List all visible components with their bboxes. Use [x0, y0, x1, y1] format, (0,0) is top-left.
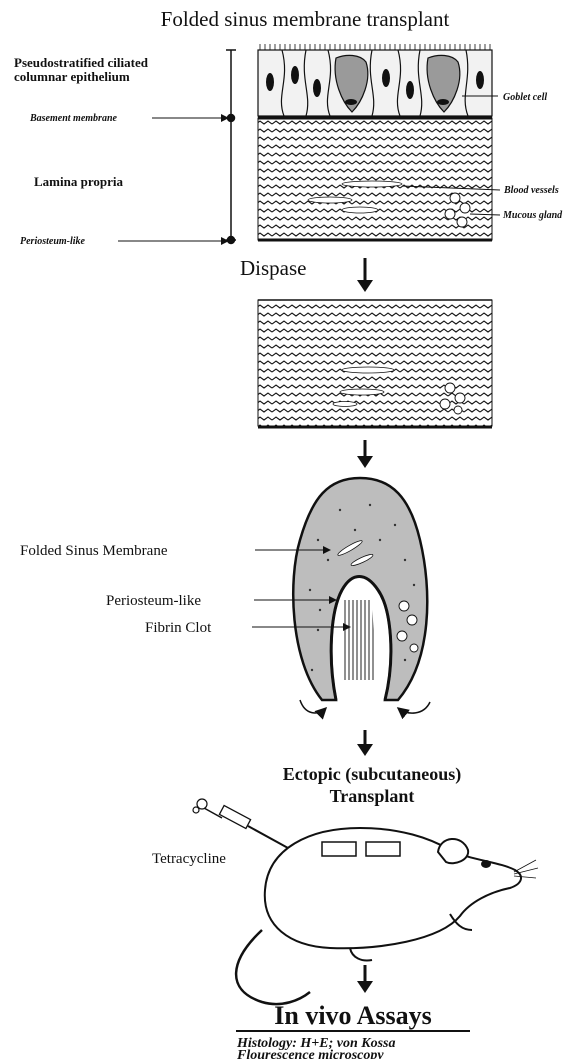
diagram-title: Folded sinus membrane transplant	[161, 7, 450, 31]
label-folded-sinus-membrane: Folded Sinus Membrane	[20, 543, 168, 559]
label-fibrin-clot: Fibrin Clot	[145, 620, 212, 636]
label-ectopic-transplant-line2: Transplant	[330, 786, 415, 806]
lamina-propria-only-block	[258, 300, 492, 427]
label-epithelium-line1: Pseudostratified ciliated	[14, 55, 149, 70]
label-ectopic-transplant-line1: Ectopic (subcutaneous)	[283, 764, 462, 785]
lamina-propria-layer	[258, 118, 492, 240]
label-basement-membrane: Basement membrane	[29, 113, 118, 124]
label-periosteum-like-top: Periosteum-like	[20, 236, 86, 247]
label-tetracycline: Tetracycline	[152, 851, 226, 867]
syringe-icon	[193, 799, 288, 848]
label-epithelium-line2: columnar epithelium	[14, 69, 130, 84]
label-dispase: Dispase	[240, 256, 307, 280]
label-blood-vessels: Blood vessels	[503, 185, 559, 196]
arrow-down-icon	[357, 730, 373, 756]
folded-membrane-shape	[293, 478, 427, 700]
label-goblet-cell: Goblet cell	[503, 92, 547, 103]
rat-illustration	[236, 828, 538, 1004]
epithelium-layer	[258, 44, 492, 116]
label-lamina-propria: Lamina propria	[34, 174, 123, 189]
label-assays-fluorescence: Flourescence microscopy	[236, 1048, 384, 1059]
arrow-down-icon	[357, 440, 373, 468]
layer-bracket	[226, 50, 236, 244]
label-periosteum-like-fold: Periosteum-like	[106, 593, 201, 609]
arrow-down-icon	[357, 258, 373, 292]
arrow-down-icon	[357, 965, 373, 993]
cilia	[260, 44, 490, 50]
label-in-vivo-assays: In vivo Assays	[274, 1001, 432, 1030]
label-mucous-gland: Mucous gland	[502, 210, 563, 221]
